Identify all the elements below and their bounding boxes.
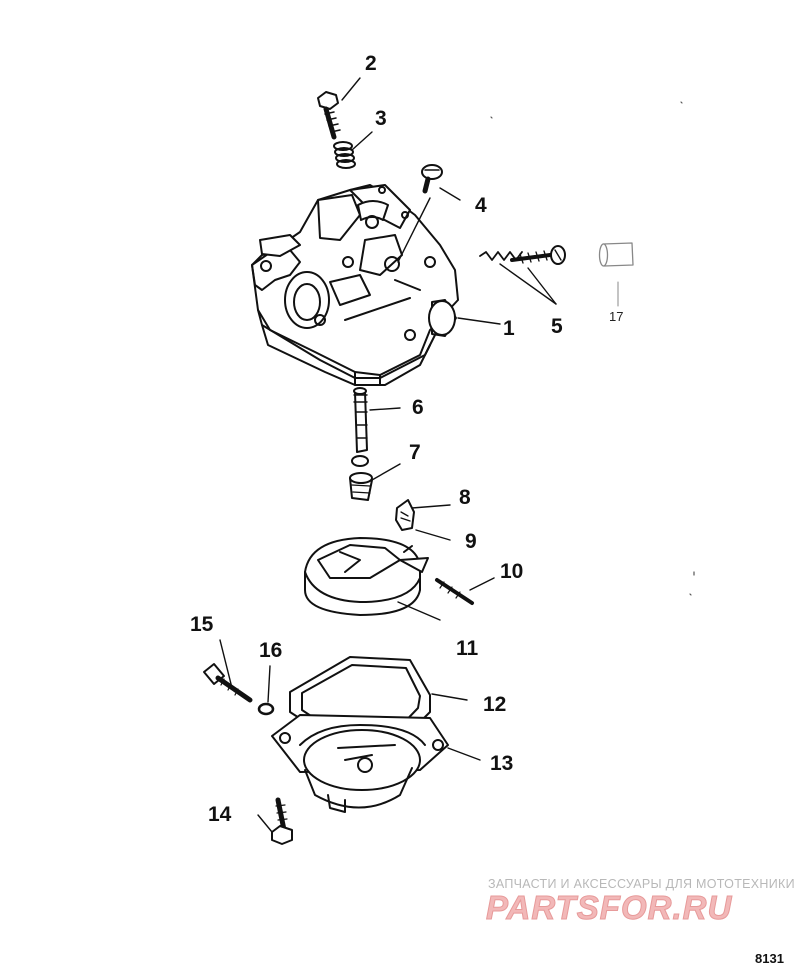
part-6-jet-tube xyxy=(353,387,368,453)
callout-6: 6 xyxy=(412,396,424,419)
callout-3: 3 xyxy=(375,107,387,130)
callout-12: 12 xyxy=(483,693,507,716)
part-11-float xyxy=(304,537,429,616)
callout-13: 13 xyxy=(490,752,514,775)
figure-id: 8131 xyxy=(755,951,784,966)
callout-17: 17 xyxy=(609,309,624,324)
part-7-main-jet xyxy=(349,455,373,501)
part-17-plug xyxy=(598,242,634,307)
leader-lines xyxy=(219,77,557,833)
callout-5: 5 xyxy=(551,315,563,338)
callout-7: 7 xyxy=(409,441,421,464)
part-8-needle-valve xyxy=(395,499,415,531)
part-14-screw xyxy=(271,797,293,845)
watermark-caption: ЗАПЧАСТИ И АКСЕССУАРЫ ДЛЯ МОТОТЕХНИКИ xyxy=(488,877,795,891)
part-10-float-pin xyxy=(435,578,474,605)
callout-10: 10 xyxy=(500,560,524,583)
watermark-logo: PARTSFOR.RU xyxy=(485,889,733,927)
part-16-o-ring xyxy=(257,702,275,716)
part-13-float-bowl xyxy=(271,714,449,813)
stray-marks xyxy=(490,101,695,596)
part-3-spring xyxy=(333,141,356,169)
callout-11: 11 xyxy=(456,637,479,660)
part-2-screw xyxy=(317,91,341,140)
part-5-mixture-screw xyxy=(479,245,566,265)
callout-2: 2 xyxy=(365,52,377,75)
part-1-carburetor-body xyxy=(251,184,459,386)
callout-14: 14 xyxy=(208,803,232,826)
part-15-drain-screw xyxy=(203,663,253,703)
callout-15: 15 xyxy=(190,613,214,636)
callout-16: 16 xyxy=(259,639,283,662)
callout-1: 1 xyxy=(503,317,515,340)
callout-8: 8 xyxy=(459,486,471,509)
part-4-screw xyxy=(421,164,443,194)
callout-4: 4 xyxy=(475,194,487,217)
callout-9: 9 xyxy=(465,530,477,553)
